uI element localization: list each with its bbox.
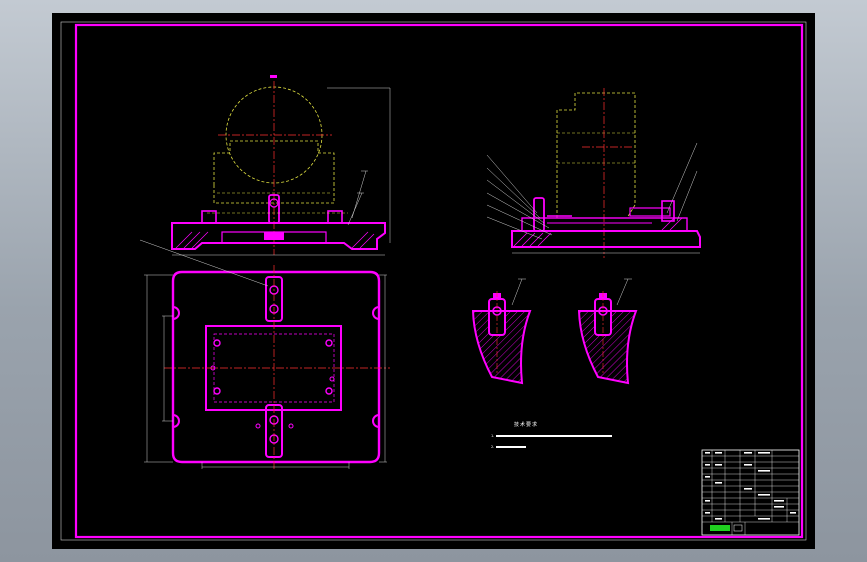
sheet-border-outer [60, 21, 807, 541]
technical-requirements-heading: 技术要求 [514, 422, 539, 428]
title-block [701, 449, 800, 536]
side-view [486, 88, 701, 258]
technical-requirement-1: 1. [491, 434, 495, 438]
technical-requirement-2: 2. [491, 445, 495, 449]
sheet-border-inner [74, 23, 804, 539]
plan-view [139, 239, 390, 471]
front-view [171, 75, 391, 256]
drawing-canvas [60, 21, 807, 541]
cad-drawing-viewport[interactable]: 技术要求 1. 2. [52, 13, 815, 549]
requirement-text-marks [496, 435, 612, 448]
detail-a [471, 278, 532, 385]
detail-b [577, 278, 638, 385]
